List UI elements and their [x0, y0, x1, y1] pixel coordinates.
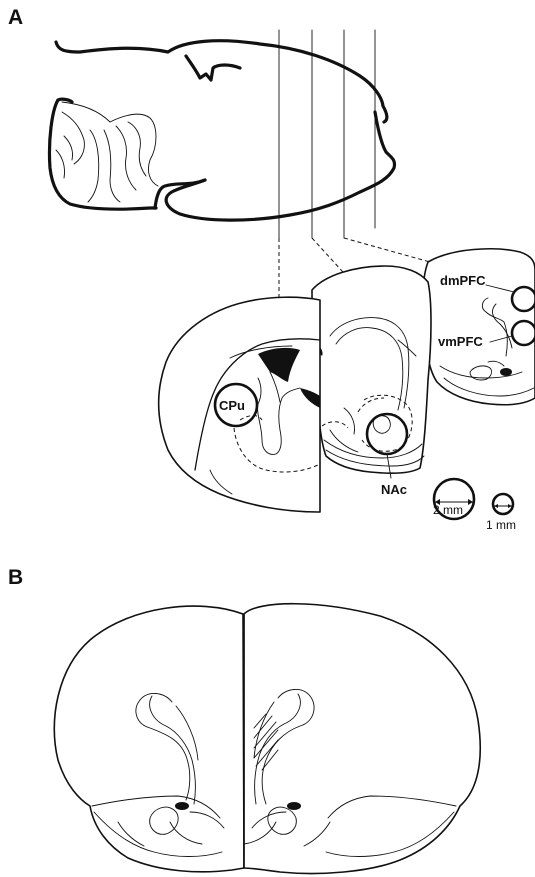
label-vmpfc: vmPFC	[438, 334, 483, 349]
label-nac: NAc	[381, 482, 407, 497]
scale-label-large: 2 mm	[433, 503, 463, 517]
scale-bar-small: 1 mm	[486, 494, 516, 532]
sagittal-brain	[49, 41, 394, 220]
panel-b-letter: B	[8, 566, 23, 589]
label-cpu: CPu	[219, 398, 245, 413]
panel-a-letter: A	[8, 6, 23, 29]
scale-bar-large: 2 mm	[433, 479, 474, 519]
section-nac	[312, 266, 431, 473]
coronal-section-b	[54, 604, 480, 874]
scale-label-small: 1 mm	[486, 518, 516, 532]
label-dmpfc: dmPFC	[440, 273, 486, 288]
